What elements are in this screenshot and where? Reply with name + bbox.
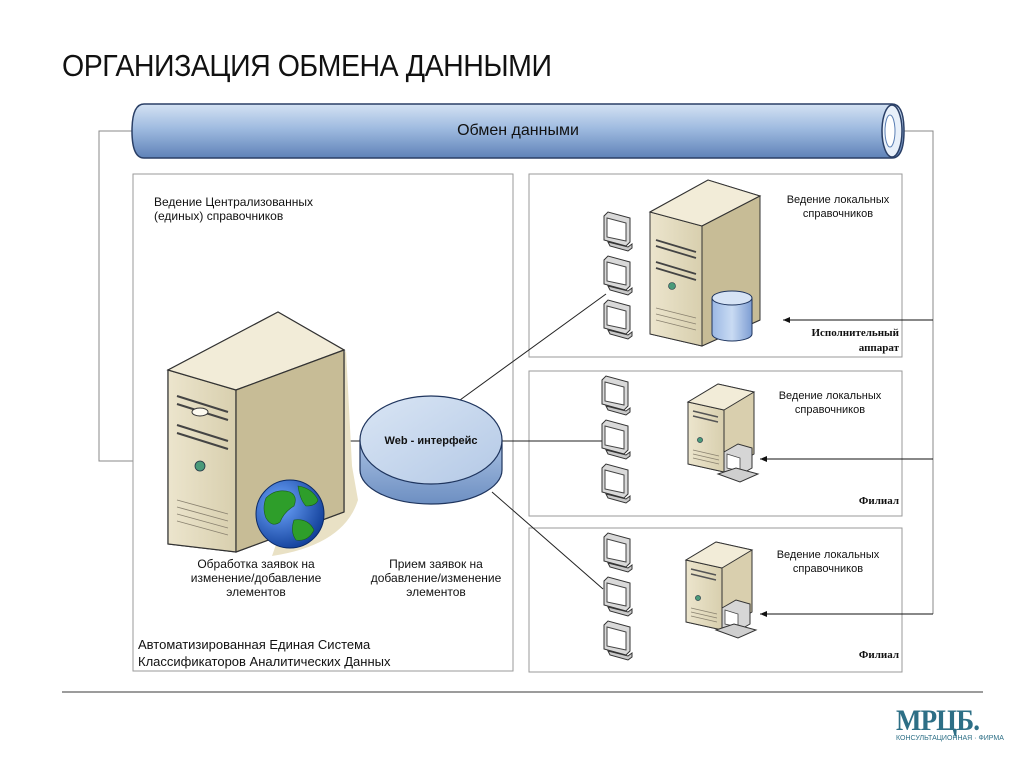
page-title: ОРГАНИЗАЦИЯ ОБМЕНА ДАННЫМИ (62, 48, 552, 83)
web-interface-disk (359, 395, 503, 505)
node-2-label: Ведение локальных справочников (778, 390, 882, 416)
workstations-3 (603, 532, 633, 661)
web-links (344, 293, 607, 590)
node-3-label: Ведение локальных справочников (776, 549, 880, 575)
data-exchange-pipe (131, 103, 905, 159)
processing-label: Обработка заявок на изменение/добавление… (190, 557, 322, 599)
node-3-caption: Филиал (858, 649, 899, 661)
receiving-label: Прием заявок на добавление/изменение эле… (370, 557, 502, 599)
pipe-label: Обмен данными (457, 122, 579, 139)
node-1-caption-line2: аппарат (858, 342, 899, 354)
company-logo: МРЦБ. (896, 704, 980, 737)
workstations-2 (601, 375, 631, 504)
company-tagline: КОНСУЛЬТАЦИОННАЯ · ФИРМА (896, 735, 1004, 742)
node-1-label: Ведение локальных справочников (786, 194, 890, 220)
globe-icon (255, 479, 325, 549)
node-1-caption-line1: Исполнительный (811, 327, 899, 339)
workstations-1 (603, 211, 633, 340)
system-name: Автоматизированная Единая Система Класси… (138, 636, 390, 670)
web-interface-label: Web - интерфейс (384, 435, 478, 447)
node-1-caption: Исполнительный аппарат (780, 326, 899, 356)
system-name-line2: Классификаторов Аналитических Данных (138, 654, 391, 669)
node-1-server (648, 179, 762, 347)
node-3-server (685, 541, 757, 639)
node-2-caption: Филиал (858, 495, 899, 507)
system-name-line1: Автоматизированная Единая Система (138, 637, 371, 652)
central-catalogs-label: Ведение Централизованных (единых) справо… (154, 195, 313, 223)
